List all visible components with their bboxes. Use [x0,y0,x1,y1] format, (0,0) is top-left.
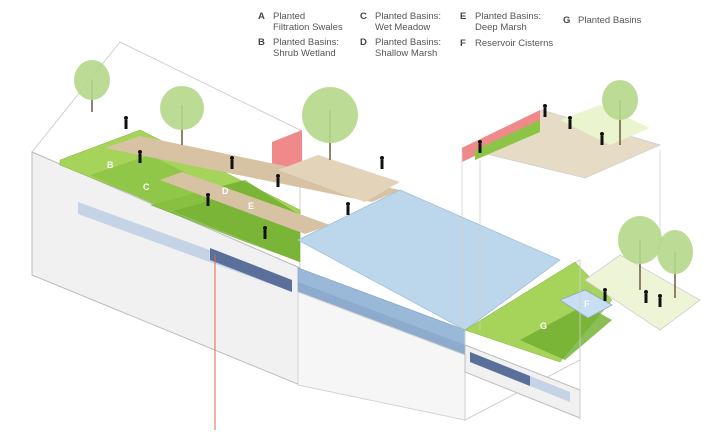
tree-icon [602,80,638,145]
person-icon [644,290,648,303]
legend-line-2: Filtration Swales [273,22,343,33]
legend-line-2: Shrub Wetland [273,48,336,59]
person-icon [206,193,210,206]
tree-icon [302,87,358,160]
legend-line-1: Planted Basins: [475,11,542,22]
person-icon [568,116,572,129]
cistern-water [559,289,613,319]
person-icon [346,202,350,215]
zone-label-g: G [540,321,547,331]
legend-line-2: Wet Meadow [375,22,431,33]
person-icon [138,150,142,163]
zone-label-c: C [143,182,150,192]
legend: A Planted Filtration Swales B Planted Ba… [0,0,723,70]
person-icon [124,116,128,129]
legend-key: A [258,11,265,22]
legend-line-1: Planted [273,11,306,22]
person-icon [230,156,234,169]
tree-icon [160,86,204,145]
legend-key: E [460,11,467,22]
boardwalk-cross [160,172,330,234]
tree-icon [618,216,662,290]
legend-line-2: Deep Marsh [475,22,527,33]
legend-line-1: Planted Basins: [273,37,340,48]
upper-terrace-garden [560,105,650,145]
legend-line-1: Planted Basins: [375,37,442,48]
legend-key: B [258,37,265,48]
legend-label: Planted Basins: Shallow Marsh [375,37,441,59]
boardwalk-right-deck [278,155,400,202]
zone-label-e: E [248,201,254,211]
legend-key: C [360,11,367,22]
legend-key: G [563,15,571,26]
legend-label: Planted Basins: Wet Meadow [375,11,441,33]
person-icon [276,174,280,187]
right-section-band-dark [470,352,530,386]
reservoir-water-surface [297,189,561,331]
legend-key: F [460,38,466,49]
person-icon [478,140,482,153]
left-planting-mid [90,155,230,212]
legend-label: Planted Filtration Swales [273,11,343,33]
legend-label: Planted Basins: Shrub Wetland [273,37,339,59]
legend-line-1: Planted Basins: [375,11,442,22]
person-icon [603,288,607,301]
legend-label: Planted Basins [578,15,641,26]
legend-line-2: Shallow Marsh [375,48,438,59]
legend-line-1: Reservoir Cisterns [475,38,554,49]
upper-terrace-planter [475,120,540,160]
person-icon [658,294,662,307]
legend-key: D [360,37,367,48]
legend-label: Reservoir Cisterns [475,38,553,49]
person-icon [600,132,604,145]
reservoir-water-deep [298,282,465,355]
zone-label-f: F [584,299,590,309]
person-icon [543,104,547,117]
person-icon [380,156,384,169]
legend-line-1: Planted Basins [578,15,642,26]
zone-label-d: D [222,186,229,196]
tree-icon [74,60,110,112]
right-plaza [584,254,701,331]
zone-label-b: B [107,160,114,170]
section-band-dark [210,248,292,292]
right-planting-dark [520,305,612,360]
tree-icon [657,230,693,298]
person-icon [263,226,267,239]
legend-label: Planted Basins: Deep Marsh [475,11,541,33]
